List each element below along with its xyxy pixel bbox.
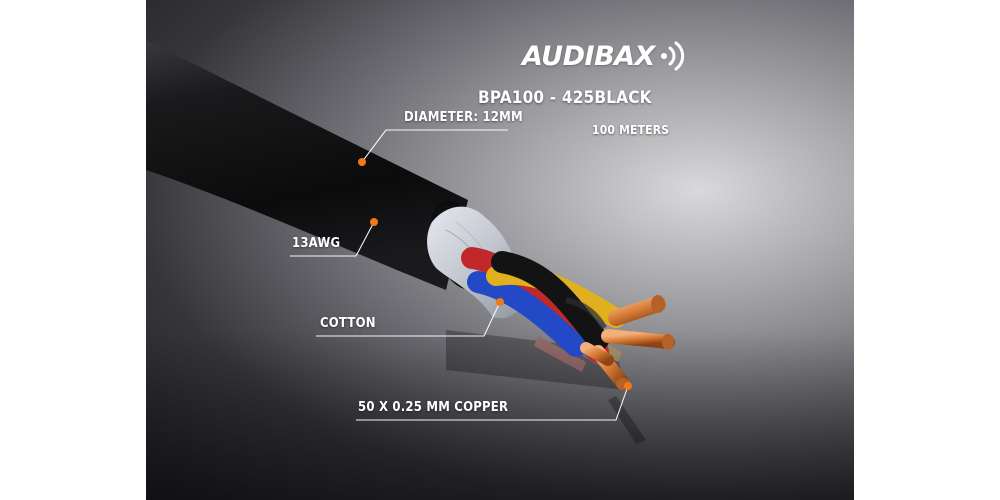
- blue-conductor: [467, 271, 587, 357]
- brand-logo: AUDIBAX: [522, 36, 689, 76]
- diameter-callout-dot: [358, 158, 366, 166]
- copper-strands: [580, 295, 675, 390]
- gauge-callout-label: 13AWG: [292, 236, 341, 251]
- gauge-callout-line: [290, 221, 375, 257]
- sound-waves-icon: [660, 41, 685, 71]
- copper-callout-dot: [624, 382, 632, 390]
- callout-lines: [290, 129, 629, 421]
- copper-callout-line: [356, 385, 629, 421]
- diameter-callout-line: [361, 129, 508, 163]
- floor-shadow: [146, 330, 854, 500]
- cable-jacket: [146, 40, 468, 290]
- product-length: 100 METERS: [592, 123, 670, 137]
- diameter-callout-label: DIAMETER: 12MM: [404, 110, 523, 125]
- cotton-callout-dot: [496, 298, 504, 306]
- cotton-callout-label: COTTON: [320, 316, 376, 331]
- brand-logo-text: AUDIBAX: [522, 40, 655, 72]
- black-conductor: [491, 251, 609, 351]
- cable-illustration: [146, 40, 854, 500]
- product-model: BPA100 - 425BLACK: [478, 88, 652, 108]
- copper-callout-label: 50 X 0.25 MM COPPER: [358, 400, 509, 415]
- callout-dots: [358, 158, 632, 390]
- gauge-callout-dot: [370, 218, 378, 226]
- cotton-callout-line: [316, 301, 501, 337]
- product-photo: [146, 0, 854, 500]
